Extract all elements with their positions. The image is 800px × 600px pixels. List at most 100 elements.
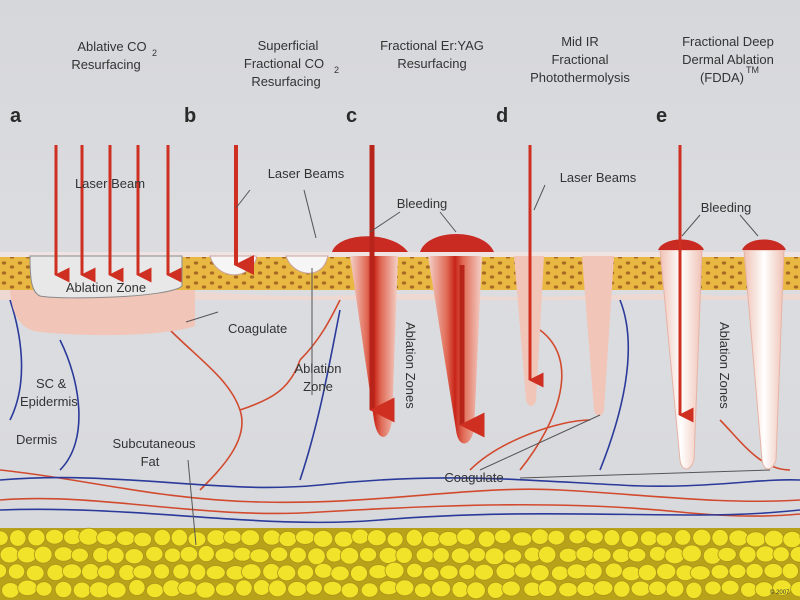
- fat-cell: [430, 580, 451, 598]
- subcutaneous-fat-layer: [0, 527, 800, 600]
- fat-cell: [764, 529, 785, 548]
- fat-cell: [35, 581, 53, 597]
- fat-cell: [92, 547, 110, 564]
- fat-cell: [681, 544, 702, 563]
- fat-cell: [170, 528, 188, 547]
- fat-cell: [46, 564, 65, 582]
- label-coagulate-b: Coagulate: [228, 321, 287, 336]
- fat-cell: [53, 546, 74, 562]
- fat-cell: [89, 581, 110, 599]
- fat-cell: [307, 547, 326, 566]
- fat-cell: [674, 529, 692, 546]
- fat-cell: [781, 562, 799, 580]
- fat-cell: [25, 564, 45, 582]
- fat-cell: [603, 529, 621, 547]
- fat-cell: [531, 528, 550, 545]
- letter-c: c: [346, 105, 357, 127]
- fat-cell: [740, 581, 758, 598]
- fat-cell: [81, 563, 100, 581]
- label-sc-2: Epidermis: [20, 394, 78, 409]
- fat-cell: [665, 579, 685, 598]
- leader-lines: [185, 184, 771, 546]
- fat-cell: [197, 545, 215, 563]
- fat-cell: [514, 562, 532, 579]
- fat-cell: [322, 580, 343, 596]
- fat-cell: [340, 582, 359, 599]
- fat-cell: [325, 547, 343, 563]
- label-ablation-zones-e: Ablation Zones: [717, 322, 732, 409]
- fat-cell: [205, 565, 226, 581]
- fat-cell: [106, 581, 127, 599]
- fat-cell: [78, 527, 99, 546]
- header-e-line2: Dermal Ablation: [682, 52, 774, 67]
- fat-cell: [627, 547, 647, 563]
- fat-cell: [611, 548, 631, 564]
- header-c-line1: Fractional Er:YAG: [380, 38, 484, 53]
- fat-cell: [0, 563, 7, 579]
- fat-cell: [664, 546, 685, 565]
- fat-cell: [195, 581, 216, 599]
- fat-cell: [689, 565, 711, 581]
- fat-cell: [458, 563, 476, 581]
- label-bleeding-c: Bleeding: [397, 196, 448, 211]
- fat-cell: [45, 528, 64, 545]
- fat-cell: [333, 530, 354, 548]
- laser-beams: [54, 145, 694, 438]
- fat-cell: [728, 563, 747, 579]
- fat-cell: [124, 548, 144, 565]
- fat-cell: [585, 529, 604, 545]
- fat-cell: [648, 580, 667, 597]
- fat-cell: [61, 563, 82, 580]
- label-bleeding-e: Bleeding: [701, 200, 752, 215]
- fat-cell: [0, 530, 9, 546]
- method-headers: Ablative CO 2 Resurfacing Superficial Fr…: [71, 34, 774, 89]
- fat-cell: [17, 579, 38, 597]
- fat-cell: [7, 563, 26, 580]
- header-b-sub: 2: [334, 65, 339, 75]
- fat-cell: [179, 546, 199, 563]
- label-ablation-b-1: Ablation: [295, 361, 342, 376]
- letter-d: d: [496, 105, 508, 127]
- letter-b: b: [184, 105, 196, 127]
- label-sc-1: SC &: [36, 376, 67, 391]
- fat-cell: [414, 582, 432, 599]
- fat-cell: [640, 530, 658, 547]
- fat-cell: [685, 581, 703, 599]
- fat-cell: [592, 547, 612, 563]
- fat-cell: [97, 564, 116, 580]
- fat-cell: [415, 547, 434, 564]
- fat-cell: [351, 528, 370, 545]
- fat-cell: [537, 579, 558, 597]
- fat-cell: [422, 530, 442, 548]
- blood-vessels-red: [0, 289, 800, 517]
- fat-cell: [720, 579, 740, 596]
- fat-cell: [566, 563, 587, 580]
- header-a-line2: Resurfacing: [71, 57, 140, 72]
- fat-cell: [593, 580, 614, 596]
- fat-cell: [484, 547, 505, 566]
- label-subcutaneous-1: Subcutaneous: [112, 436, 196, 451]
- fat-cell: [547, 529, 566, 546]
- fat-cell: [350, 564, 368, 582]
- fat-cell: [187, 531, 207, 547]
- fat-cell: [456, 528, 476, 546]
- fat-cell: [314, 562, 333, 579]
- fat-cell: [240, 529, 261, 547]
- fat-cell: [755, 545, 776, 563]
- fat-cell: [296, 564, 314, 581]
- fat-cell: [287, 581, 308, 597]
- label-ablation-b-2: Zone: [303, 379, 333, 394]
- fat-cell: [72, 581, 92, 599]
- fat-cell: [9, 529, 27, 547]
- fat-cell: [637, 563, 657, 582]
- label-coagulate-bottom: Coagulate: [444, 470, 503, 485]
- fat-cell: [511, 531, 533, 547]
- fat-cell: [568, 529, 586, 545]
- label-ablation-zones-c: Ablation Zones: [403, 322, 418, 409]
- fat-cell: [438, 531, 459, 547]
- header-d-line3: Photothermolysis: [530, 70, 630, 85]
- fat-cell: [613, 580, 631, 598]
- fat-cell: [360, 582, 379, 598]
- fat-cell: [278, 530, 298, 548]
